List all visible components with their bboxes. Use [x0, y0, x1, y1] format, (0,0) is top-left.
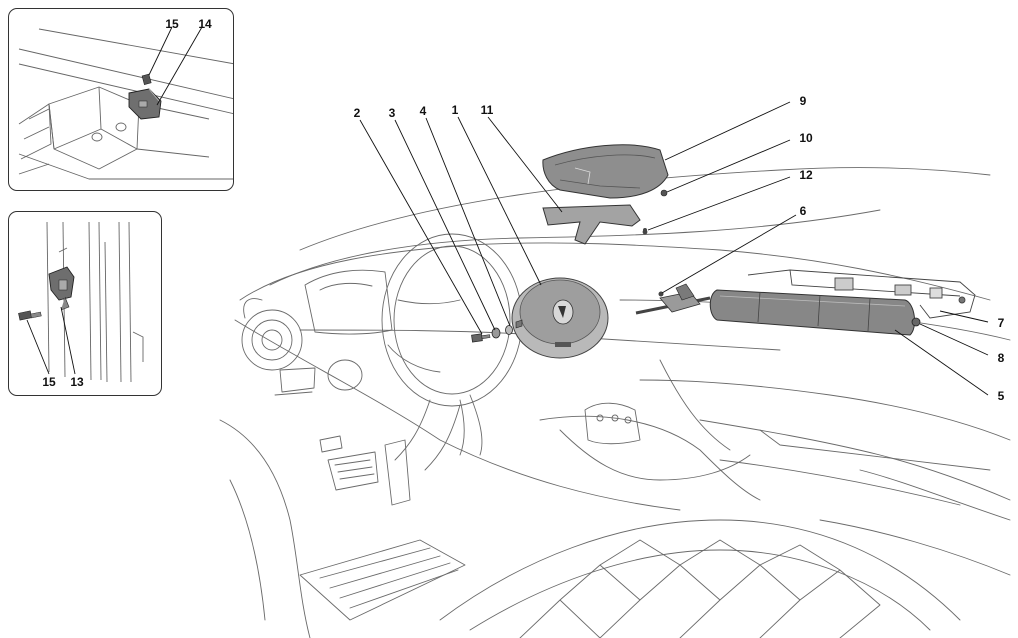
callout-11: 11 [480, 103, 494, 117]
inset-top-sensor [128, 88, 162, 120]
callout-8: 8 [997, 351, 1005, 365]
left-air-vent [241, 309, 303, 371]
dash-lower-edge [234, 319, 681, 511]
steering-shaft [635, 228, 711, 315]
windshield-edge [299, 167, 991, 251]
inset-sensor-side: 15 13 [8, 211, 162, 396]
foot-rest [299, 539, 466, 621]
callout-3: 3 [388, 106, 396, 120]
inset-bottom-sensor [48, 266, 75, 311]
callout-2: 2 [353, 106, 361, 120]
steering-wheel-rim [381, 233, 523, 407]
callout-7: 7 [997, 316, 1005, 330]
center-console [539, 415, 761, 501]
callout-10: 10 [799, 131, 813, 145]
dashboard-outline [239, 242, 991, 301]
callout-13: 13 [70, 375, 84, 389]
brake-pedal [327, 451, 379, 491]
passenger-airbag-bracket [747, 269, 976, 319]
callout-5: 5 [997, 389, 1005, 403]
callout-1: 1 [451, 103, 459, 117]
knee-airbag-upper [542, 144, 669, 199]
steering-column [394, 399, 461, 471]
callout-6: 6 [799, 204, 807, 218]
callout-14: 14 [198, 17, 212, 31]
passenger-airbag-module [709, 289, 921, 336]
seat-outline [439, 519, 961, 621]
inset-bottom-screw [18, 310, 42, 321]
airbag-fixing-screws [471, 319, 523, 343]
instrument-cluster [304, 269, 393, 335]
callout-9: 9 [799, 94, 807, 108]
inset-sensor-top: 15 14 [8, 8, 234, 191]
callout-12: 12 [799, 168, 813, 182]
inset-top-screw [141, 73, 152, 85]
callout-15-top: 15 [165, 17, 179, 31]
driver-airbag-module [511, 277, 609, 359]
callout-15-bottom: 15 [42, 375, 56, 389]
callout-4: 4 [419, 104, 427, 118]
airbag-bracket [542, 204, 648, 245]
dashboard-top-edge [269, 209, 881, 286]
